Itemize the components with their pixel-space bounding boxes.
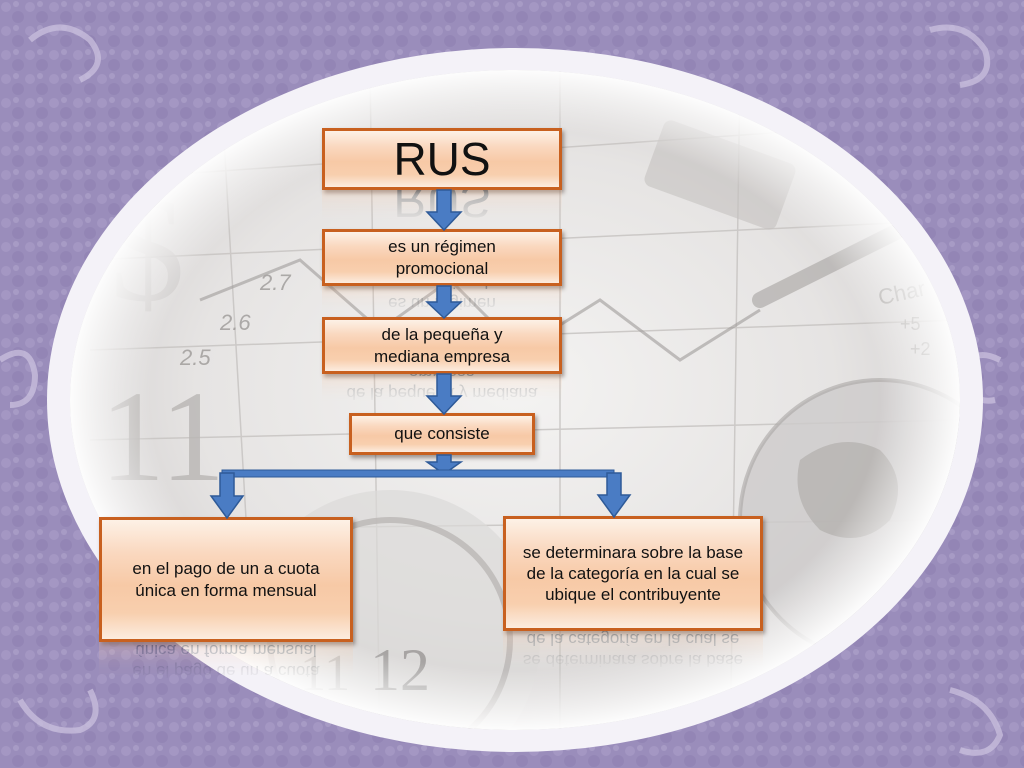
leaf-cuota-unica: en el pago de un a cuota única en forma … bbox=[99, 517, 353, 642]
arrow-branch-to-right-leaf bbox=[596, 472, 632, 519]
node-que-consiste: que consiste bbox=[349, 413, 535, 455]
leaf-categoria-contribuyente-text: se determinara sobre la base de la categ… bbox=[522, 542, 744, 605]
rus-title-node: RUS bbox=[322, 128, 562, 190]
arrow-branch-to-left-leaf bbox=[209, 472, 245, 520]
node-regimen-promocional: es un régimen promocional bbox=[322, 229, 562, 286]
leaf-cuota-unica-text: en el pago de un a cuota única en forma … bbox=[132, 559, 320, 600]
leaf-categoria-contribuyente: se determinara sobre la base de la categ… bbox=[503, 516, 763, 631]
arrow-rus-to-regimen bbox=[425, 189, 463, 232]
node-que-consiste-text: que consiste bbox=[394, 424, 490, 444]
arrow-regimen-to-empresa bbox=[425, 285, 463, 320]
node-pequena-mediana-empresa-text: de la pequeña y mediana empresa bbox=[373, 325, 511, 366]
arrow-branch-bar bbox=[221, 469, 615, 478]
rus-title-text: RUS bbox=[393, 133, 491, 185]
arrow-consiste-to-branch bbox=[424, 454, 464, 475]
arrow-empresa-to-consiste bbox=[425, 373, 463, 416]
node-pequena-mediana-empresa: de la pequeña y mediana empresa bbox=[322, 317, 562, 374]
node-regimen-promocional-text: es un régimen promocional bbox=[388, 237, 496, 278]
